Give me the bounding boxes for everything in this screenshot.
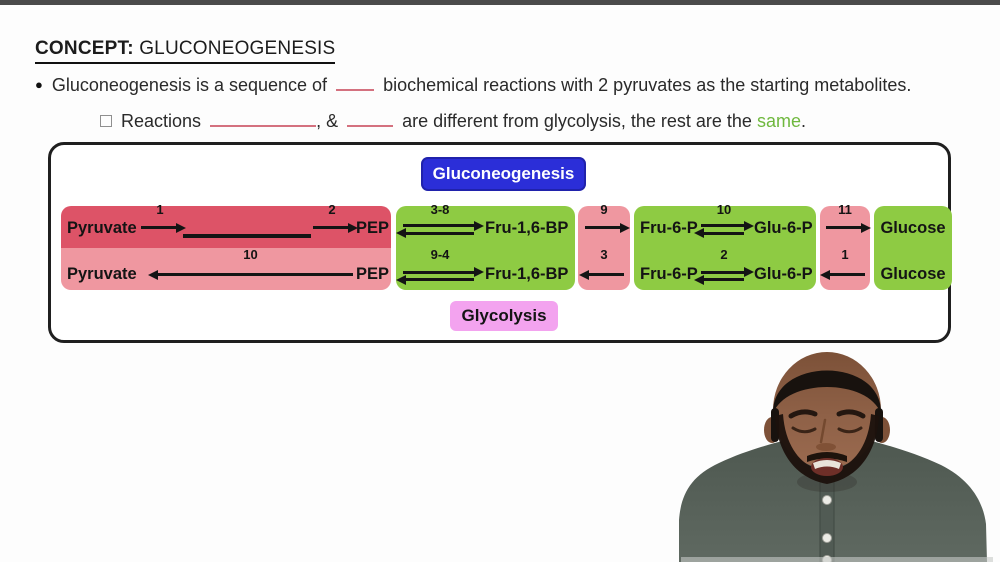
arrow-left-icon [157,273,353,276]
metabolite-label: Fru-1,6-BP [485,265,569,283]
fill-in-blank [336,76,375,91]
bullet-main-text-post: biochemical reactions with 2 pyruvates a… [383,75,912,95]
metabolite-label: Fru-6-P [640,265,698,283]
bullet-sub: Reactions , & are different from glycoly… [100,111,806,132]
step-number: 2 [720,247,728,262]
arrow-right-icon [313,226,349,229]
intermediate-blank-line [183,234,311,238]
step-number: 10 [716,202,732,217]
arrow-left-icon [405,278,474,281]
arrow-right-icon [403,224,475,227]
step-number: 3 [600,247,608,262]
fill-in-blank [347,112,394,127]
arrow-right-icon [826,226,862,229]
bullet-sub-text-end: . [800,111,806,131]
arrow-left-icon [588,273,624,276]
pyruvate-pep-reverse-box [61,248,391,290]
arrow-left-icon [703,231,744,235]
f6p-g6p-box [634,206,816,290]
step-number: 9 [600,202,608,217]
arrow-right-icon [141,226,177,229]
gluconeogenesis-badge: Gluconeogenesis [421,157,586,191]
metabolite-label: Pyruvate [67,219,137,237]
metabolite-label: PEP [356,219,390,237]
bullet-square-icon [100,115,112,127]
metabolite-label: PEP [356,265,390,283]
bullet-sub-text-pre: Reactions [121,111,202,131]
bullet-main-text-pre: Gluconeogenesis is a sequence of [51,75,328,95]
glycolysis-badge: Glycolysis [450,301,558,331]
step-number: 1 [841,247,849,262]
pathway-diagram: Gluconeogenesis Glycolysis Pyruvate 1 2 … [48,142,952,343]
metabolite-label: Pyruvate [67,265,137,283]
bullet-main: ● Gluconeogenesis is a sequence of bioche… [35,75,911,96]
bullet-dot-icon: ● [35,77,43,92]
arrow-right-icon [701,270,745,274]
instructor-video [679,352,993,562]
top-bar [0,0,1000,5]
page-title: CONCEPT: GLUCONEOGENESIS [35,38,336,64]
metabolite-label: Glu-6-P [754,219,813,237]
fill-in-blank [210,112,317,127]
step-number: 10 [243,247,258,262]
arrow-left-icon [703,278,744,281]
fbp-box [396,206,575,290]
arrow-right-icon [701,224,745,227]
arrow-right-icon [585,226,621,229]
metabolite-label: Glu-6-P [754,265,813,283]
bullet-sub-text-post: are different from glycolysis, the rest … [402,111,752,131]
concept-title: GLUCONEOGENESIS [139,38,336,59]
step-number: 9-4 [430,247,450,262]
metabolite-label: Glucose [880,265,946,283]
metabolite-label: Fru-1,6-BP [485,219,569,237]
concept-label: CONCEPT: [35,38,134,59]
glucose-box [874,206,952,290]
step-number: 2 [328,202,336,217]
highlight-same: same [756,111,801,131]
step-number: 11 [838,202,852,217]
metabolite-label: Fru-6-P [640,219,698,237]
step-number: 3-8 [430,202,450,217]
arrow-right-icon [403,270,475,274]
arrow-left-icon [829,273,865,276]
bullet-sub-text-mid: , & [316,111,339,131]
metabolite-label: Glucose [880,219,946,237]
step-number: 1 [156,202,164,217]
arrow-left-icon [405,231,474,235]
